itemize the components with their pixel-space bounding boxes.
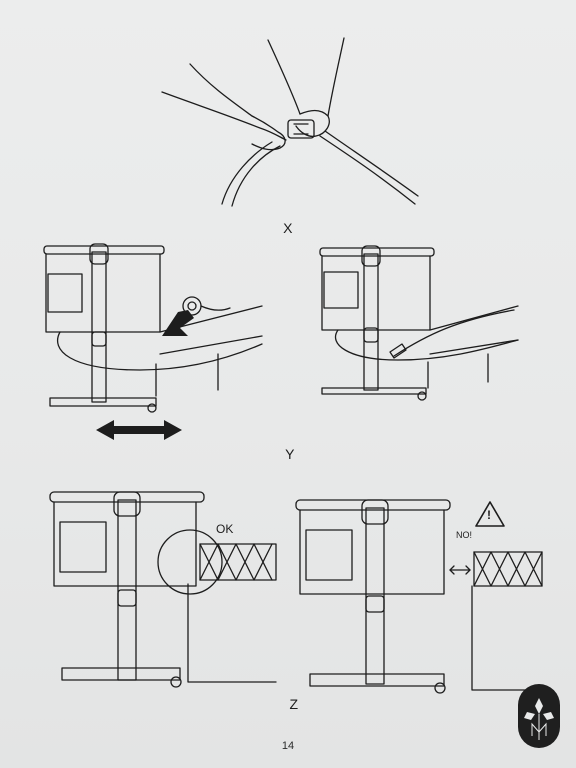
bed-frame <box>472 586 544 690</box>
no-callout: NO! <box>456 530 473 540</box>
figure-y-right-illustration <box>318 244 523 404</box>
arrow-icon <box>162 310 194 336</box>
mattress-pattern <box>200 544 272 580</box>
figure-y-left-illustration <box>40 240 265 440</box>
bed-top <box>430 306 518 330</box>
strap-tight <box>394 310 514 356</box>
gap-arrow-icon <box>450 566 470 574</box>
post-clip <box>114 492 140 516</box>
bed-top <box>160 336 262 354</box>
bed-frame <box>188 584 276 682</box>
wheel <box>418 392 426 400</box>
left-arm <box>162 92 286 140</box>
right-arm <box>268 40 300 114</box>
bed-leg <box>156 354 218 396</box>
strap-line <box>232 146 280 206</box>
buckle-icon <box>201 306 230 310</box>
bassinet-body <box>54 502 196 586</box>
bassinet-post <box>366 508 384 684</box>
buckle-icon <box>390 344 406 358</box>
post-clip <box>362 500 388 524</box>
ok-callout: OK <box>216 522 234 536</box>
buckle-icon <box>294 124 308 134</box>
buckle-icon <box>288 120 314 138</box>
post-knob <box>364 328 378 342</box>
figure-z-left-illustration <box>48 486 278 692</box>
bassinet-body <box>322 256 430 330</box>
bed-leg <box>428 354 488 388</box>
strap-line <box>222 142 272 204</box>
mattress <box>474 552 542 586</box>
bassinet-body <box>46 254 160 332</box>
wheel <box>435 683 445 693</box>
wheel <box>148 404 156 412</box>
buckle-icon <box>188 302 196 310</box>
double-arrow-icon <box>96 420 182 440</box>
ok-zoom-circle <box>158 530 222 594</box>
left-arm <box>190 64 252 116</box>
post-knob <box>118 590 136 606</box>
figure-x-label: X <box>283 220 293 236</box>
strap-line <box>320 136 415 204</box>
mattress-pattern <box>474 552 542 586</box>
post-knob <box>366 596 384 612</box>
strap-loop <box>336 330 519 360</box>
figure-x-illustration <box>160 36 420 208</box>
page-number: 14 <box>281 740 295 752</box>
base-bar <box>322 388 426 394</box>
base-bar <box>62 668 180 680</box>
bed-top <box>430 340 518 354</box>
warning-icon <box>476 502 504 526</box>
figure-y-label: Y <box>285 446 295 462</box>
bassinet-body <box>300 510 444 594</box>
warning-exclamation: ! <box>487 508 491 522</box>
bassinet-post <box>92 252 106 402</box>
right-arm <box>328 38 344 116</box>
wheel <box>171 677 181 687</box>
bassinet-rim <box>44 246 164 254</box>
bassinet-window <box>306 530 352 580</box>
figure-z-label: Z <box>289 696 299 712</box>
strap-loop <box>58 332 262 370</box>
figure-z-right-illustration <box>294 494 546 696</box>
post-clip <box>90 244 108 264</box>
strap-line <box>325 131 418 196</box>
mattress <box>200 544 276 580</box>
logo-badge <box>518 684 560 748</box>
post-clip <box>362 246 380 266</box>
left-hand <box>252 116 285 150</box>
logo-icon <box>524 698 554 748</box>
bassinet-rim <box>320 248 434 256</box>
post-knob <box>92 332 106 346</box>
bassinet-post <box>364 254 378 390</box>
bassinet-window <box>60 522 106 572</box>
bassinet-window <box>48 274 82 312</box>
bassinet-window <box>324 272 358 308</box>
